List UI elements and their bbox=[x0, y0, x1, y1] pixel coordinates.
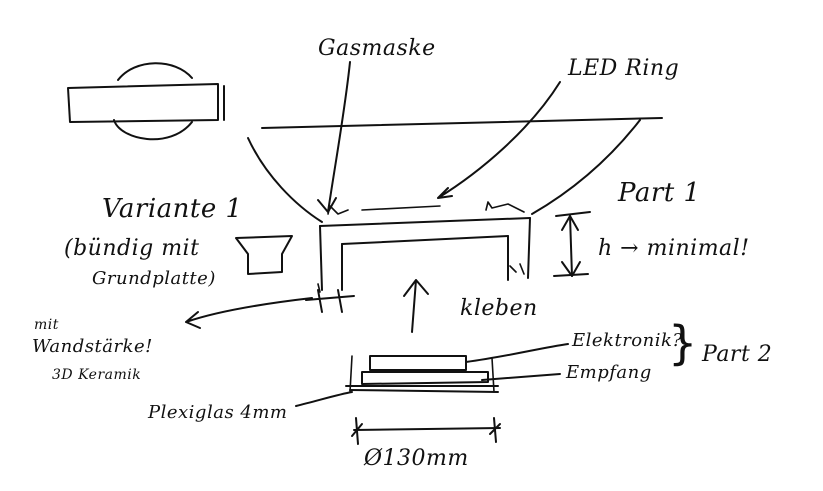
arrow-kleben bbox=[403, 279, 429, 333]
height-dimension bbox=[553, 211, 591, 277]
label-variante1: Variante 1 bbox=[102, 194, 243, 224]
diameter-tick-left bbox=[351, 417, 363, 445]
height-line bbox=[569, 215, 573, 277]
electronics-board bbox=[369, 355, 467, 371]
rounded-shape bbox=[113, 62, 193, 141]
mask-gap-marks bbox=[317, 263, 525, 293]
part2-assembly bbox=[295, 343, 569, 407]
label-mit-2: Wandstärke! bbox=[32, 336, 153, 357]
label-elektronik: Elektronik? bbox=[572, 330, 683, 351]
height-arrow-top bbox=[561, 215, 579, 231]
part1-housing bbox=[317, 201, 531, 293]
label-led-ring: LED Ring bbox=[568, 56, 680, 81]
label-mit-3: 3D Keramik bbox=[52, 367, 142, 383]
wall-thickness-marks bbox=[305, 289, 355, 313]
part2-brace: } bbox=[668, 316, 698, 370]
housing-left-wall bbox=[319, 225, 343, 291]
label-variante1-note-1: (bündig mit bbox=[64, 236, 200, 261]
part2-sidewalls bbox=[349, 355, 495, 393]
label-variante1-note-2: Grundplatte) bbox=[92, 268, 216, 289]
housing-top bbox=[319, 217, 531, 227]
label-empfang: Empfang bbox=[566, 362, 652, 383]
label-kleben: kleben bbox=[460, 296, 538, 321]
label-h-minimal: h → minimal! bbox=[598, 236, 750, 261]
housing-inner bbox=[341, 235, 509, 245]
diameter-dimension bbox=[351, 417, 501, 445]
height-ext-top bbox=[555, 211, 591, 217]
mask-funnel-left bbox=[247, 137, 323, 223]
height-ext-bottom bbox=[553, 273, 589, 277]
diameter-line bbox=[353, 427, 501, 431]
arrow-led-ring bbox=[437, 81, 561, 199]
label-diameter: Ø130mm bbox=[364, 446, 469, 471]
receiver-plate bbox=[361, 371, 489, 385]
horizon-line bbox=[261, 117, 663, 129]
height-arrow-bottom bbox=[561, 261, 581, 277]
label-part1: Part 1 bbox=[618, 178, 701, 208]
leader-plexiglas bbox=[295, 391, 353, 407]
label-mit-1: mit bbox=[34, 317, 59, 333]
arrow-gasmaske bbox=[317, 61, 351, 213]
top-rectangle bbox=[67, 83, 219, 123]
leader-empfang bbox=[481, 373, 561, 381]
variant-sketch-topleft bbox=[67, 62, 225, 141]
variant1-cup bbox=[235, 235, 293, 275]
diameter-tick-right bbox=[489, 417, 501, 443]
leader-elektronik bbox=[465, 343, 569, 363]
led-ring-bump bbox=[327, 201, 525, 215]
plexiglass-plate bbox=[345, 385, 499, 393]
arrow-wandstaerke bbox=[185, 297, 313, 329]
label-part2: Part 2 bbox=[702, 342, 773, 367]
mask-funnel-right bbox=[531, 119, 641, 215]
housing-right-wall bbox=[507, 217, 531, 281]
label-gasmaske: Gasmaske bbox=[318, 36, 436, 61]
label-plexiglas: Plexiglas 4mm bbox=[148, 402, 288, 423]
